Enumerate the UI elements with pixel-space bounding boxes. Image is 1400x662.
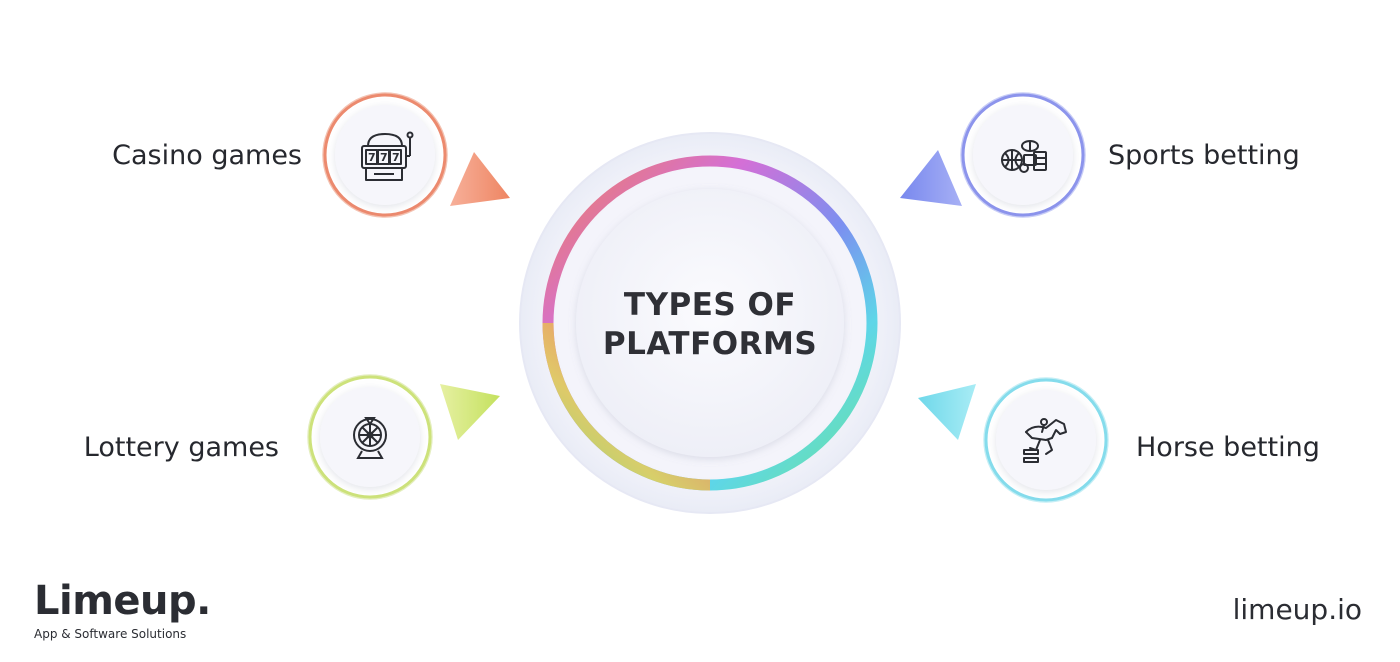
sports-betting-label: Sports betting	[1108, 140, 1300, 171]
horse-node	[983, 377, 1109, 503]
lottery-arrow	[440, 384, 500, 440]
svg-text:7: 7	[392, 151, 400, 164]
center-title-line2: PLATFORMS	[602, 326, 818, 362]
casino-games-label: Casino games	[112, 140, 302, 171]
center-circle	[519, 132, 901, 514]
horse-arrow	[918, 384, 976, 440]
sports-arrow	[900, 150, 962, 206]
wheel-of-fortune-icon	[353, 417, 387, 459]
sports-balls-icon	[1001, 140, 1047, 173]
casino-arrow	[450, 152, 510, 206]
lottery-node	[307, 374, 433, 500]
lottery-games-label: Lottery games	[83, 432, 279, 463]
horse-betting-label: Horse betting	[1136, 432, 1320, 463]
svg-text:7: 7	[368, 151, 376, 164]
center-title: TYPES OF PLATFORMS	[560, 270, 860, 380]
site-url: limeup.io	[1232, 593, 1362, 626]
center-title-line1: TYPES OF	[623, 287, 797, 323]
brand-logo: Limeup.	[34, 578, 211, 624]
slot-machine-icon	[361, 131, 414, 181]
sports-node	[960, 92, 1086, 218]
brand-tagline: App & Software Solutions	[34, 627, 187, 641]
horse-jumping-icon	[1023, 418, 1067, 463]
svg-text:7: 7	[380, 151, 388, 164]
